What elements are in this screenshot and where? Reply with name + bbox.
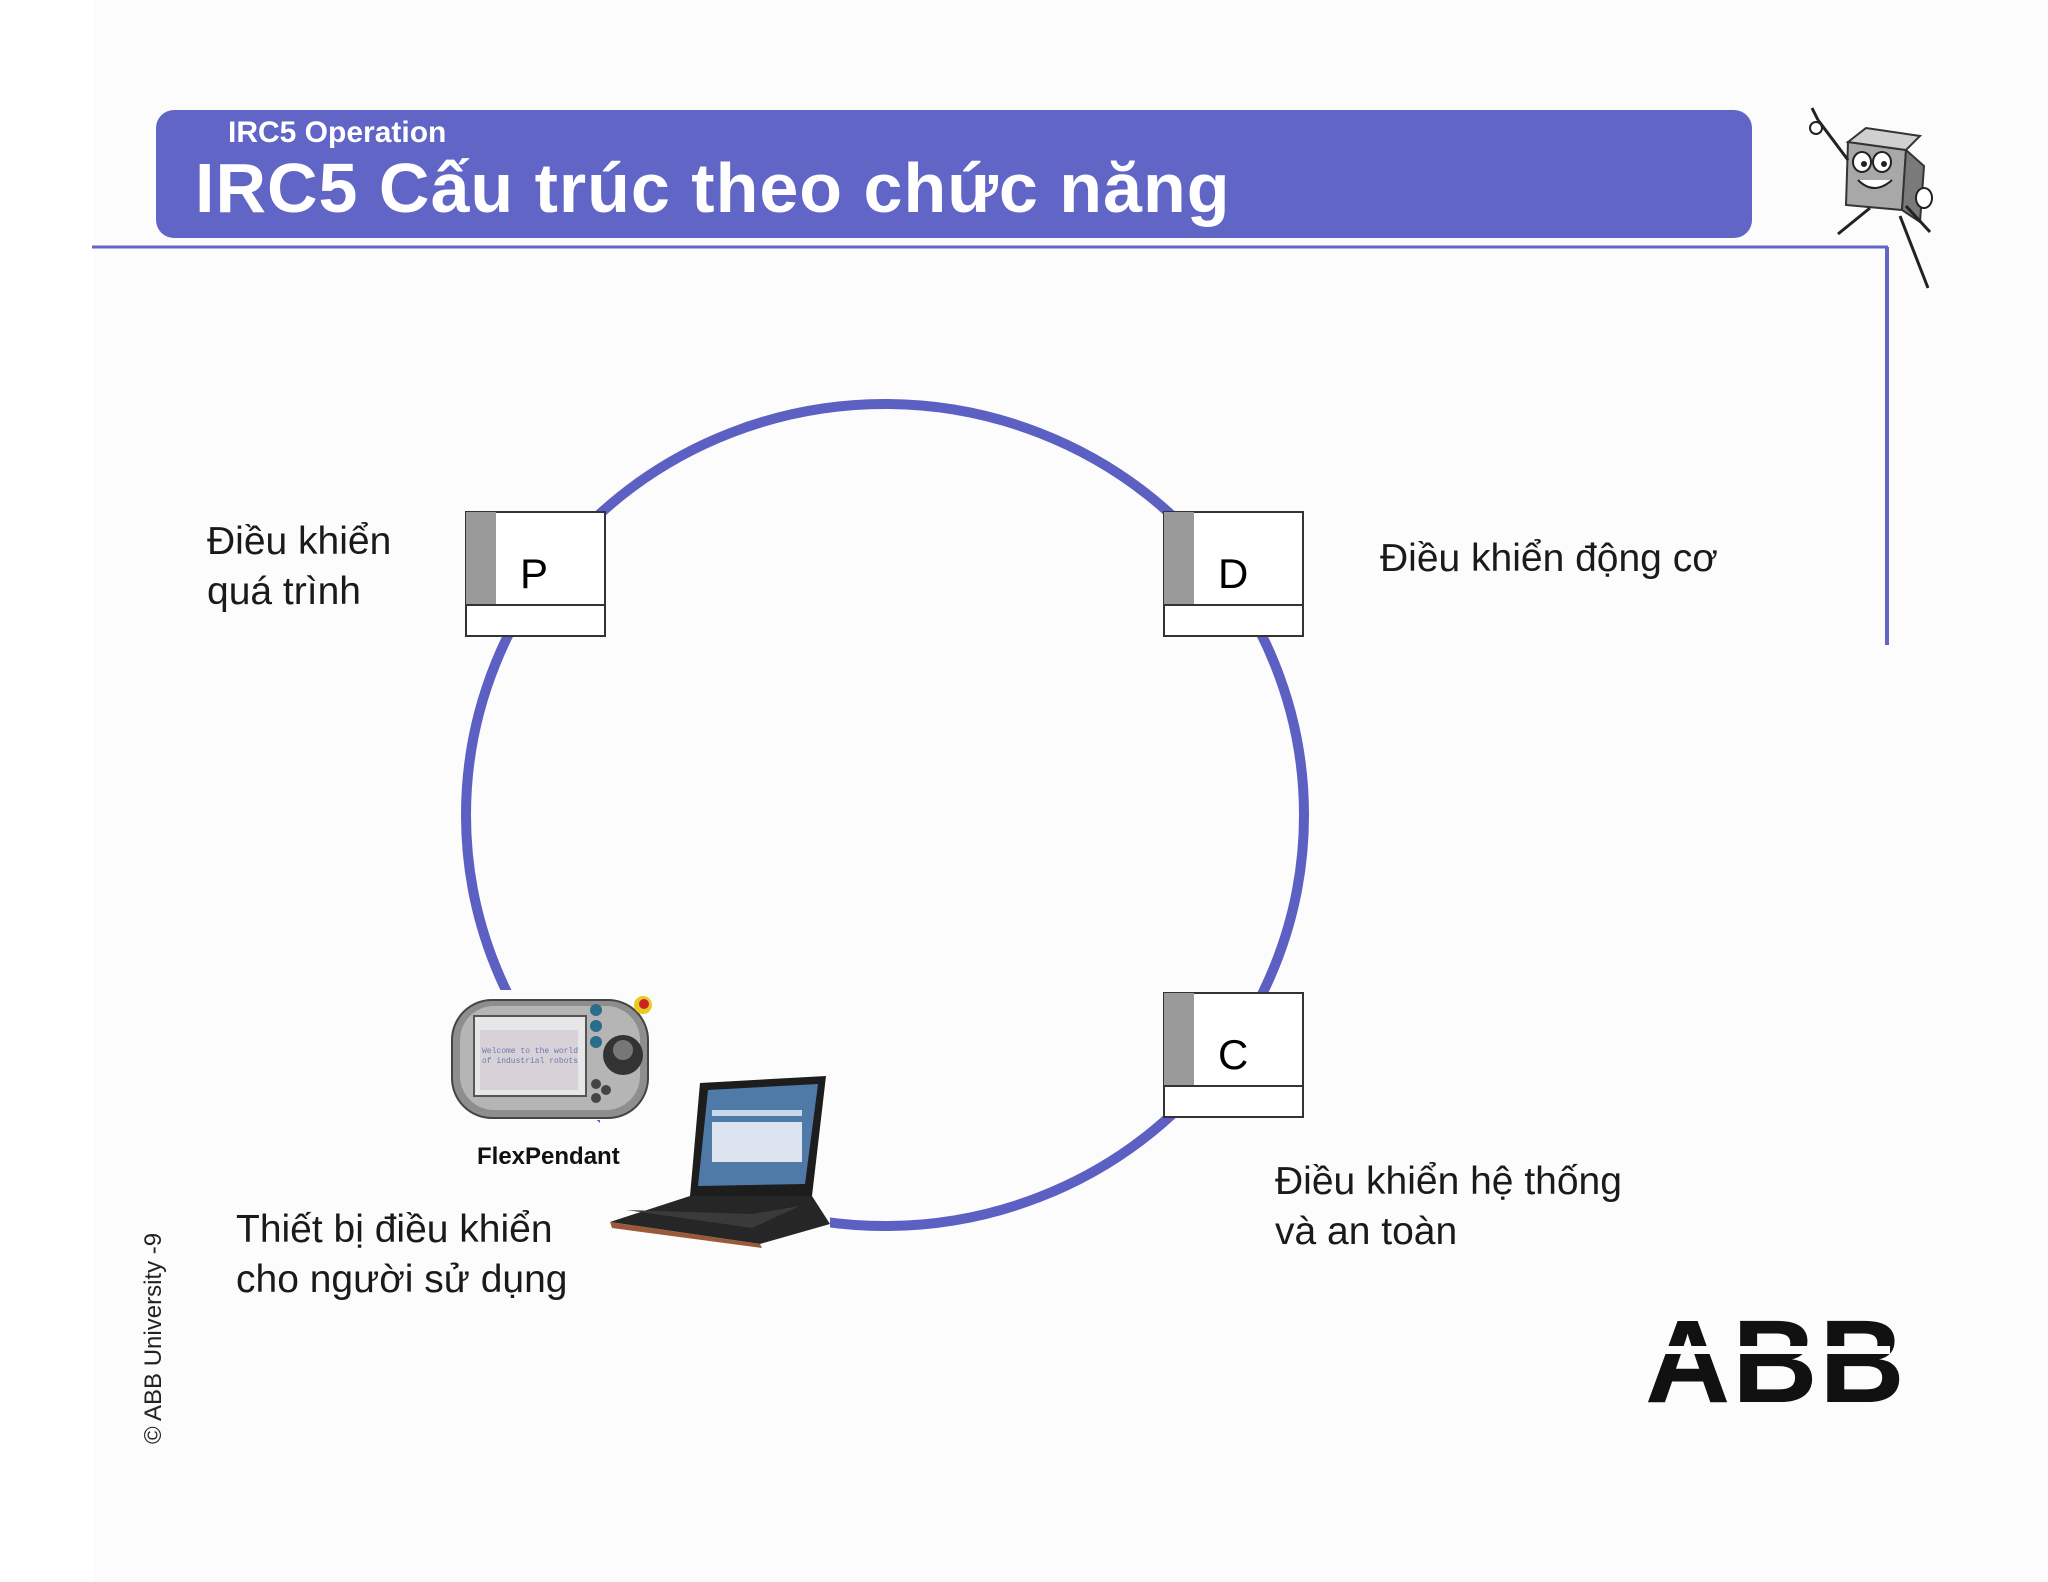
flexpendant-icon: Welcome to the world of industrial robot… bbox=[451, 996, 652, 1119]
flexpendant-caption: FlexPendant bbox=[477, 1143, 620, 1170]
label-process-control: Điều khiển quá trình bbox=[207, 520, 392, 613]
svg-text:ABB: ABB bbox=[1645, 1296, 1907, 1428]
label-user-device: Thiết bị điều khiển cho người sử dụng bbox=[236, 1208, 568, 1301]
module-box-c bbox=[1163, 992, 1304, 1118]
module-letter-d: D bbox=[1218, 550, 1249, 597]
module-box-d bbox=[1163, 511, 1304, 637]
pendant-screen-line-2: of industrial robots bbox=[482, 1057, 578, 1066]
module-box-p bbox=[465, 511, 606, 637]
slide-title: IRC5 Cấu trúc theo chức năng bbox=[195, 149, 1231, 227]
copyright-note: © ABB University -9 bbox=[140, 1232, 167, 1444]
abb-logo: ABB bbox=[1640, 1296, 1907, 1428]
pendant-screen-line-1: Welcome to the world bbox=[482, 1047, 578, 1056]
laptop-icon bbox=[610, 1076, 830, 1248]
mascot-icon bbox=[1809, 107, 1933, 289]
module-letter-c: C bbox=[1218, 1031, 1249, 1078]
label-system-safety: Điều khiển hệ thống và an toàn bbox=[1275, 1160, 1622, 1253]
label-motion-control: Điều khiển động cơ bbox=[1380, 537, 1718, 580]
page-background bbox=[94, 0, 2048, 1582]
module-letter-p: P bbox=[520, 550, 549, 597]
title-banner bbox=[156, 110, 1752, 238]
bus-ring bbox=[461, 399, 1309, 1231]
slide-subtitle: IRC5 Operation bbox=[228, 116, 447, 149]
